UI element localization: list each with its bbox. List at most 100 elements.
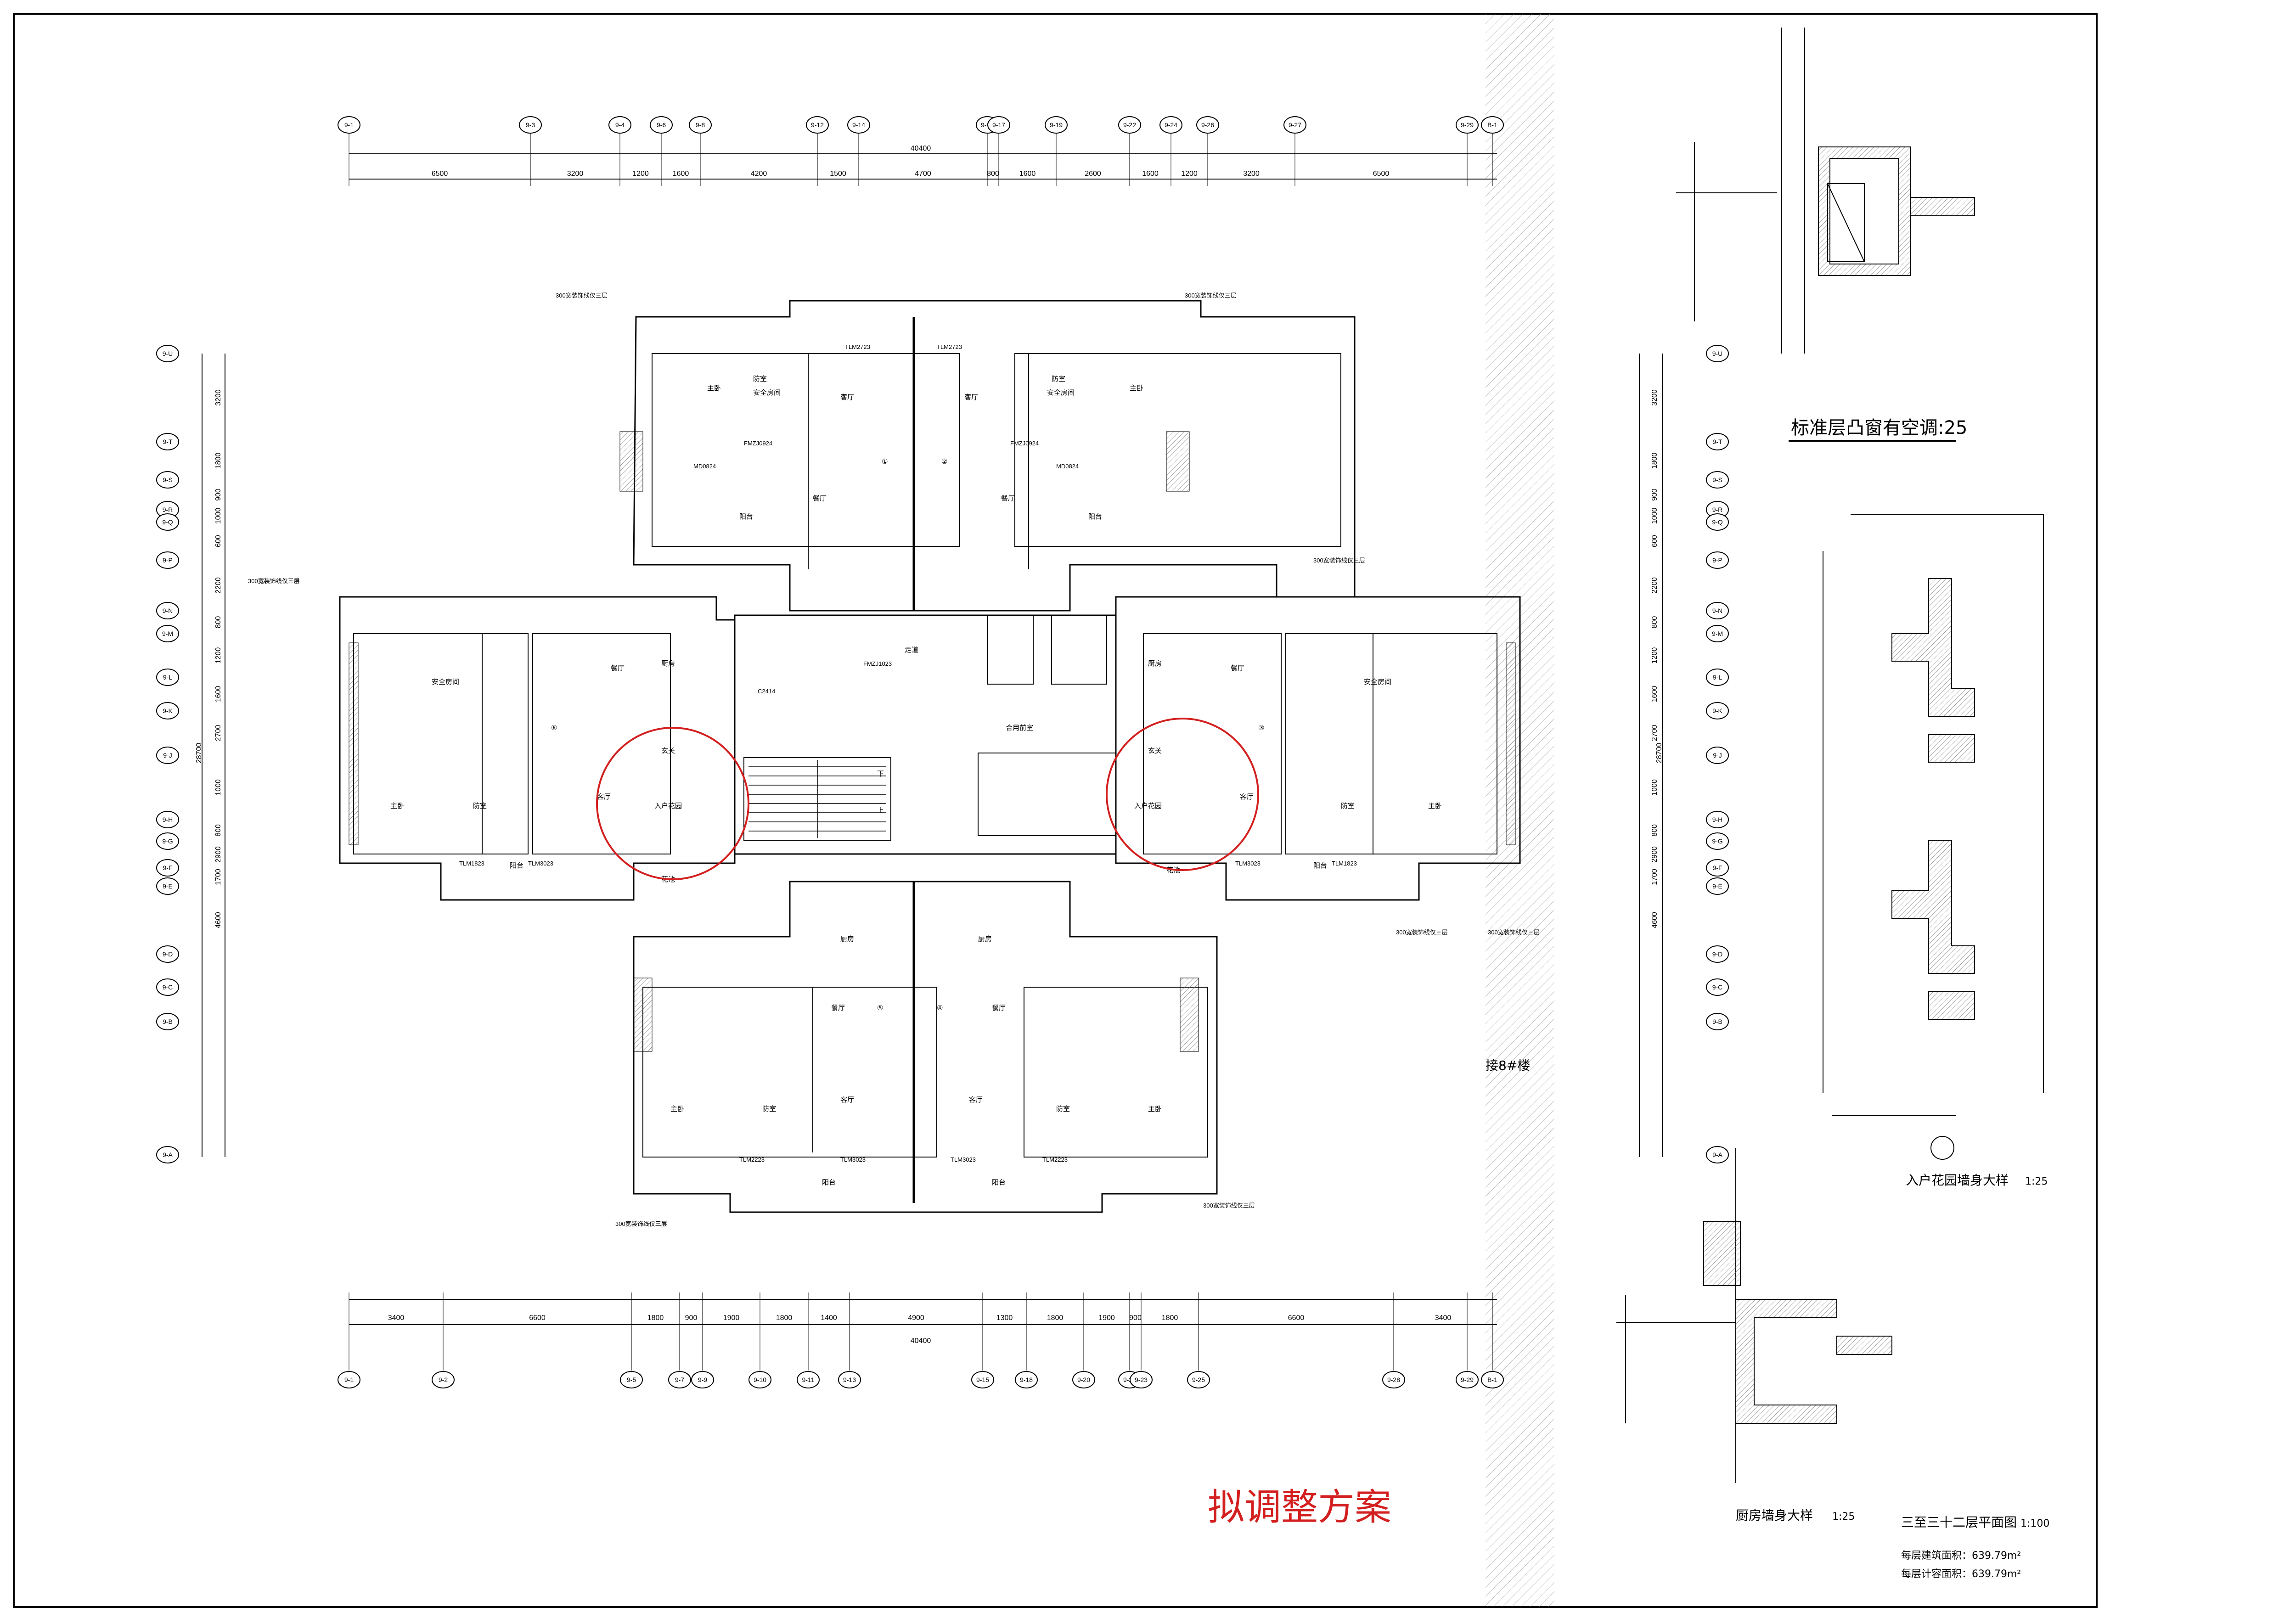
left-axis-17-label: 9-B: [163, 1018, 173, 1025]
right-axis-5-label: 9-P: [1712, 556, 1722, 564]
room-master-e: 主卧: [1428, 802, 1442, 810]
right-dim-0: 3200: [1651, 389, 1659, 406]
left-axis-1-label: 9-T: [163, 438, 173, 445]
right-axis-17-label: 9-B: [1712, 1018, 1722, 1025]
left-axis-2: 9-S: [156, 471, 179, 489]
left-axis-17: 9-B: [156, 1013, 179, 1030]
room-balcony-e: 阳台: [1313, 861, 1327, 870]
bottom-dim-4: 1900: [723, 1314, 740, 1322]
top-dim-2: 1200: [632, 170, 649, 178]
room-balcony-n1: 阳台: [739, 512, 753, 521]
bottom-axis-5-label: 9-10: [754, 1376, 766, 1383]
plan-title: 三至三十二层平面图: [1901, 1515, 2017, 1530]
left-axis-3-label: 9-R: [163, 506, 173, 513]
code-c2414: C2414: [758, 688, 775, 695]
detail-1-title: 标准层凸窗有空调:25: [1791, 417, 1967, 438]
right-dim-1: 1800: [1651, 453, 1659, 469]
right-axis-0: 9-U: [1706, 345, 1729, 362]
top-axis-8: 9-17: [987, 116, 1010, 134]
detail-3-title: 厨房墙身大样: [1736, 1508, 1813, 1523]
right-axis-4-label: 9-Q: [1712, 518, 1722, 526]
right-axis-13-label: 9-F: [1713, 864, 1722, 871]
right-dim-9: 2700: [1651, 725, 1659, 742]
bottom-dim-5: 1800: [776, 1314, 793, 1322]
plan-area-calc: 每层计容面积：639.79m²: [1901, 1568, 2021, 1580]
left-axis-16-label: 9-C: [163, 983, 173, 991]
right-axis-14: 9-E: [1706, 877, 1729, 895]
code-tlm1823-e: TLM1823: [1332, 860, 1357, 867]
code-tlm2723-b: TLM2723: [937, 343, 962, 350]
bottom-dim-0: 3400: [388, 1314, 405, 1322]
room-safe-w: 安全房间: [432, 678, 459, 686]
right-axis-18-label: 9-A: [1712, 1151, 1722, 1158]
left-axis-0-label: 9-U: [163, 350, 173, 357]
room-living-s1: 客厅: [840, 1096, 854, 1104]
right-axis-14-label: 9-E: [1712, 882, 1722, 890]
right-dim-2: 900: [1651, 489, 1659, 501]
bottom-axis-16: B-1: [1481, 1371, 1504, 1388]
right-axis-8-label: 9-L: [1713, 674, 1722, 681]
left-axis-5: 9-P: [156, 551, 179, 569]
room-corridor: 走道: [905, 646, 918, 654]
detail-2-title: 入户花园墙身大样: [1906, 1173, 2009, 1188]
right-axis-3-label: 9-R: [1712, 506, 1723, 513]
top-axis-6: 9-14: [847, 116, 870, 134]
right-dim-6: 800: [1651, 616, 1659, 629]
right-axis-bubbles: 9-U9-T9-S9-R9-Q9-P9-N9-M9-L9-K9-J9-H9-G9…: [1706, 345, 1729, 1163]
bottom-axis-2-label: 9-5: [627, 1376, 636, 1383]
room-dining-s2: 餐厅: [992, 1004, 1006, 1012]
left-axis-12-label: 9-G: [162, 837, 173, 845]
decor-note-sse: 300宽装饰线仅三层: [1203, 1202, 1255, 1209]
bottom-axis-15-label: 9-29: [1461, 1376, 1474, 1383]
balcony-hatching: [349, 431, 1516, 1052]
unit-5-number: ⑤: [877, 1004, 883, 1012]
top-dim-9: 2600: [1085, 170, 1101, 178]
code-fmzj0924-b: FMZJ0924: [1010, 440, 1039, 447]
room-shared-lobby: 合用前室: [1006, 724, 1033, 732]
right-total-dimension: 28700: [1655, 743, 1663, 764]
top-axis-2: 9-4: [608, 116, 631, 134]
unit-3-number: ③: [1258, 724, 1264, 732]
left-axis-8: 9-L: [156, 669, 179, 686]
right-axis-1-label: 9-T: [1713, 438, 1722, 445]
room-garden-entry-e: 入户花园: [1134, 802, 1162, 810]
code-tlm2723-a: TLM2723: [845, 343, 870, 350]
bottom-dim-13: 6600: [1288, 1314, 1305, 1322]
code-tlm2223-a: TLM2223: [739, 1156, 765, 1163]
decor-note-nw: 300宽装饰线仅三层: [556, 292, 608, 299]
bottom-axis-0: 9-1: [338, 1371, 360, 1388]
left-axis-11: 9-H: [156, 811, 179, 828]
bottom-axis-16-label: B-1: [1487, 1376, 1497, 1383]
top-axis-4-label: 9-8: [696, 121, 705, 129]
bottom-dim-11: 900: [1129, 1314, 1142, 1322]
bottom-dim-8: 1300: [996, 1314, 1013, 1322]
left-axis-18: 9-A: [156, 1146, 179, 1163]
room-master-s1: 主卧: [670, 1105, 684, 1113]
room-living-n2: 客厅: [964, 393, 978, 401]
bottom-axis-12-label: 9-23: [1135, 1376, 1148, 1383]
left-axis-12: 9-G: [156, 832, 179, 850]
left-axis-0: 9-U: [156, 345, 179, 362]
left-dim-5: 2200: [214, 577, 222, 594]
top-dim-4: 4200: [751, 170, 767, 178]
decor-note-sw: 300宽装饰线仅三层: [615, 1220, 667, 1227]
right-axis-8: 9-L: [1706, 669, 1729, 686]
top-total-dimension: 40400: [911, 145, 931, 152]
detail-3-scale: 1:25: [1832, 1511, 1855, 1523]
right-axis-7-label: 9-M: [1712, 630, 1723, 637]
left-dim-0: 3200: [214, 389, 222, 406]
bottom-dim-9: 1800: [1047, 1314, 1064, 1322]
bottom-axis-4: 9-9: [691, 1371, 714, 1388]
left-dim-4: 600: [214, 535, 222, 547]
right-axis-15-label: 9-D: [1712, 950, 1723, 958]
left-dimension-lines: [202, 354, 1663, 1157]
bottom-axis-3-label: 9-7: [675, 1376, 684, 1383]
room-master-n1: 主卧: [707, 384, 721, 392]
room-garden-entry-w: 入户花园: [654, 802, 682, 810]
room-guard-s2: 防室: [1056, 1105, 1070, 1113]
room-safe-n1: 安全房间: [753, 388, 781, 397]
right-axis-7: 9-M: [1706, 625, 1729, 642]
room-balcony-n2: 阳台: [1088, 512, 1102, 521]
